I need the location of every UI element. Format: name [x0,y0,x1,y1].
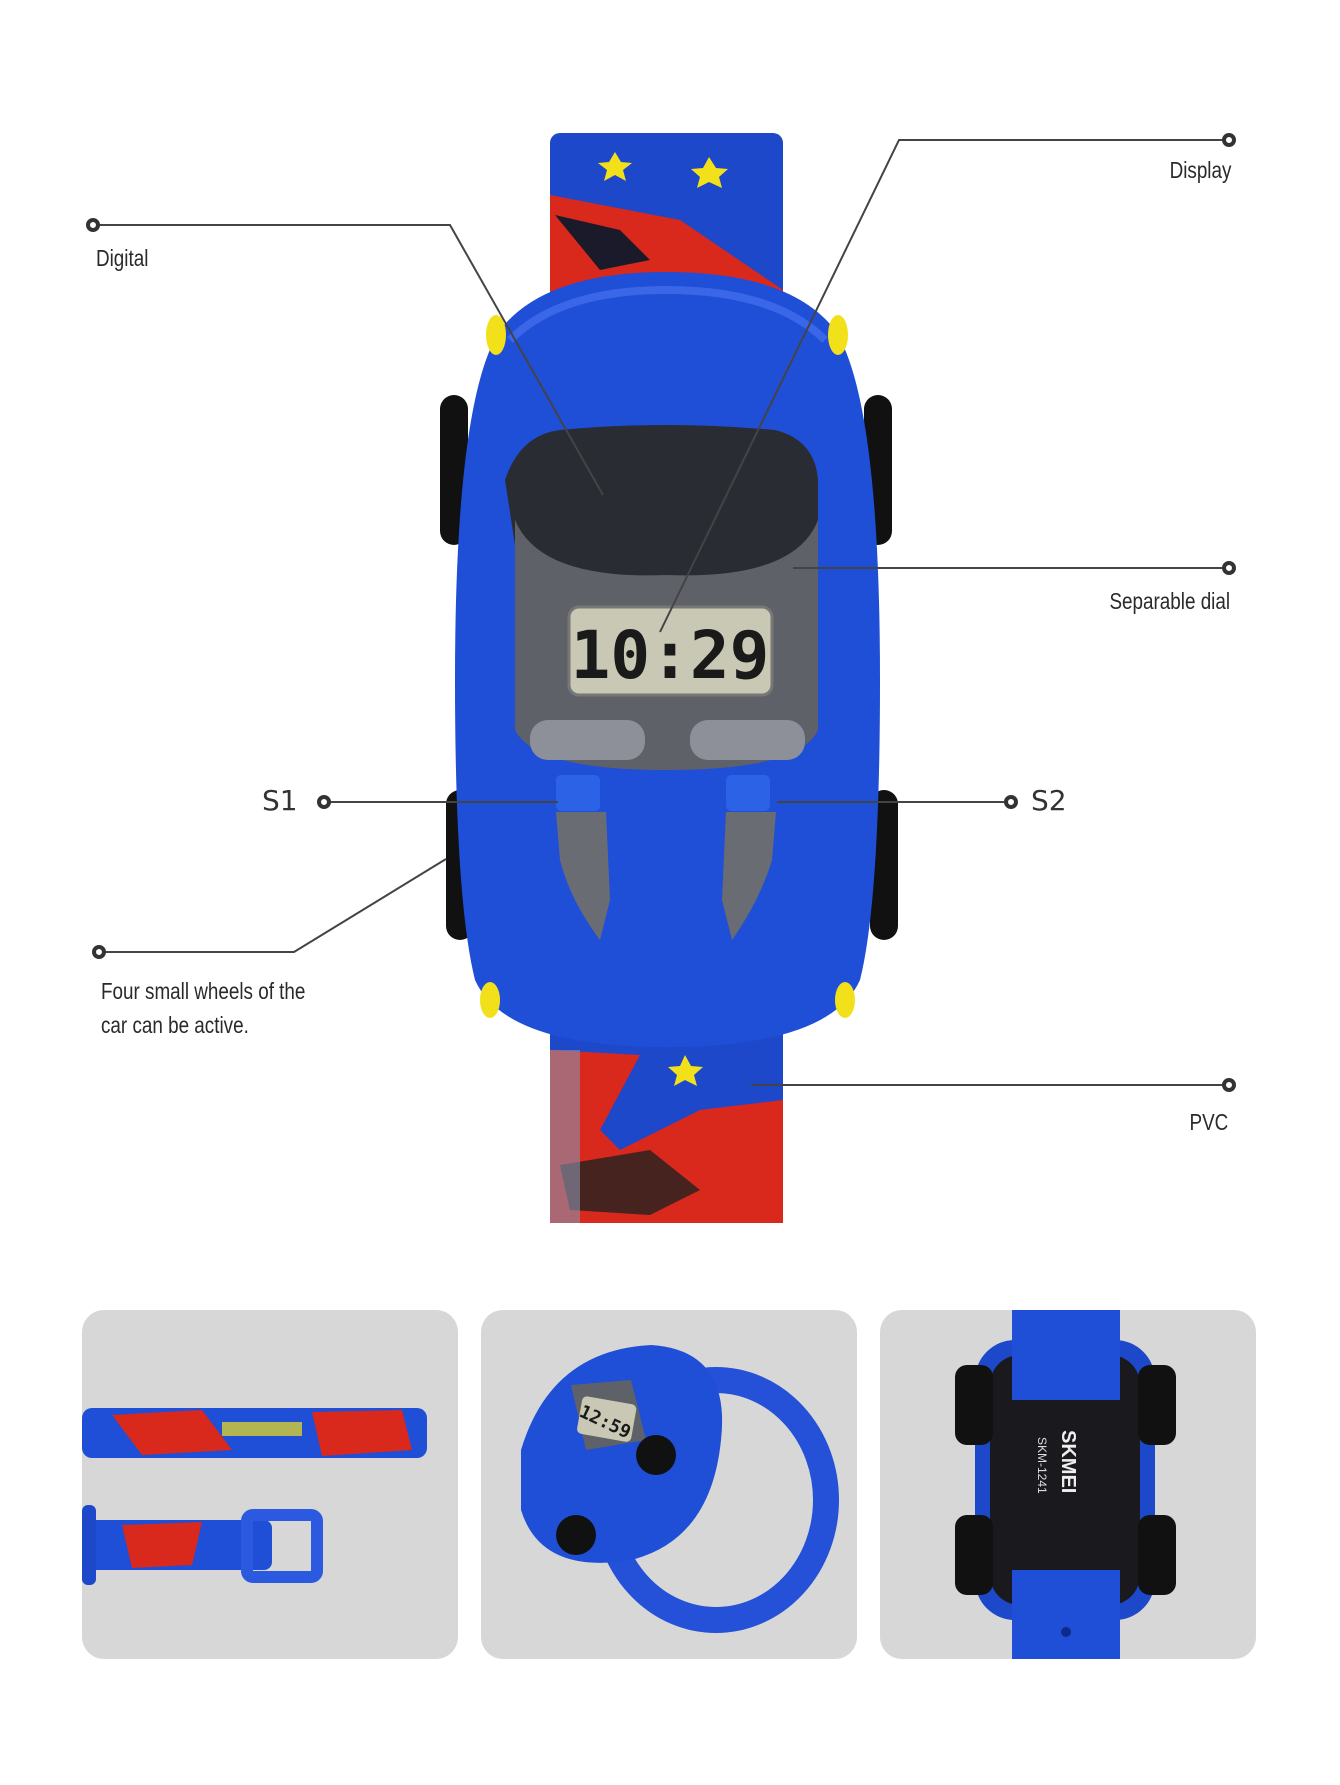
angled-watch-illustration: 12:59 [521,1345,839,1633]
thumbnail-back-view: SKMEI SKM-1241 [880,1310,1256,1659]
callout-display: Display [1169,157,1231,183]
s2-button [726,775,770,811]
callout-lines [93,139,1229,1086]
star-icon [598,152,632,181]
strap-illustration [82,1408,427,1585]
callout-separable-dial: Separable dial [1109,588,1230,614]
callout-wheels-line2: car can be active. [101,1012,249,1038]
thumbnail-angle-view: 12:59 [481,1310,857,1659]
brand-logo: SKMEI [1057,1430,1079,1493]
back-watch-illustration: SKMEI SKM-1241 [955,1310,1176,1659]
star-icon [668,1055,703,1086]
callout-digital: Digital [96,245,149,271]
callout-s2: S2 [1031,784,1067,817]
callout-wheels-line1: Four small wheels of the [101,978,306,1004]
star-icon [691,157,728,188]
s1-button [556,775,600,811]
thumbnail-strap-view [82,1310,458,1659]
callout-dots [86,133,1236,1092]
callout-s1: S1 [262,784,298,817]
lcd-screen [567,605,774,697]
callout-pvc: PVC [1189,1109,1228,1135]
car-body: 10:29 [455,272,880,1047]
model-number: SKM-1241 [1035,1437,1049,1494]
lcd-time: 10:29 [571,617,770,694]
